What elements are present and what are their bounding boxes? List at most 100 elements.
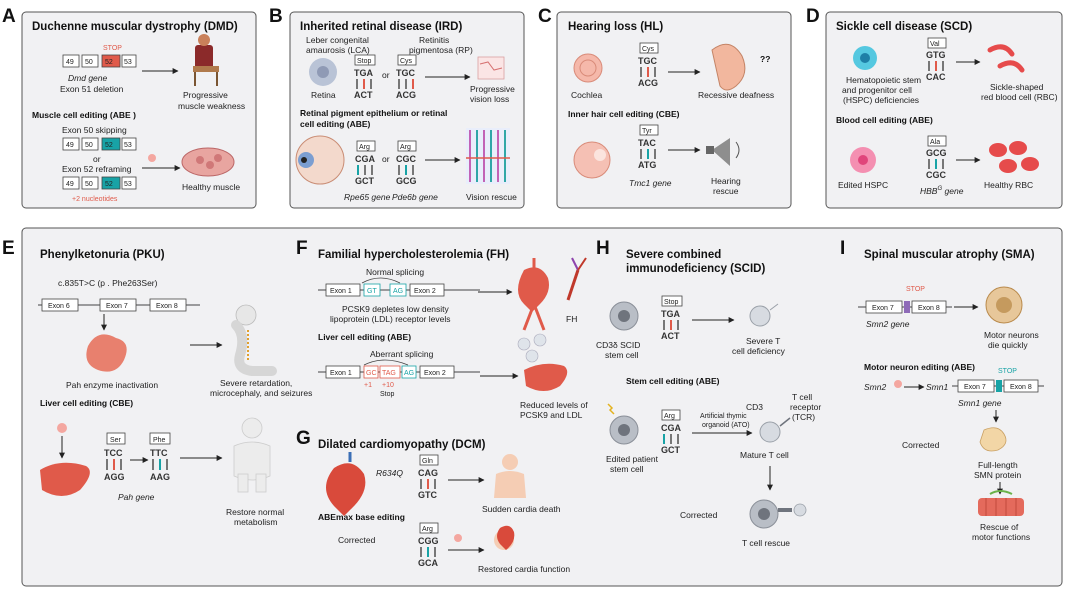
svg-text:TAC: TAC bbox=[638, 138, 656, 148]
svg-text:or: or bbox=[93, 154, 101, 164]
question-marks: ?? bbox=[760, 54, 770, 64]
svg-text:motor functions: motor functions bbox=[972, 532, 1030, 542]
svg-text:C: C bbox=[538, 6, 552, 27]
svg-text:52: 52 bbox=[105, 59, 113, 66]
svg-text:SMN protein: SMN protein bbox=[974, 470, 1022, 480]
svg-text:STOP: STOP bbox=[103, 45, 122, 52]
svg-text:CD3δ SCID: CD3δ SCID bbox=[596, 340, 640, 350]
svg-text:+1: +1 bbox=[364, 382, 372, 389]
dmd-exon-row-2: 49 50 52 53 bbox=[62, 137, 137, 151]
svg-text:53: 53 bbox=[124, 142, 132, 149]
svg-text:Progressive: Progressive bbox=[183, 90, 228, 100]
svg-text:Stop: Stop bbox=[664, 299, 679, 306]
svg-text:Exon 8: Exon 8 bbox=[918, 305, 940, 312]
svg-text:Cochlea: Cochlea bbox=[571, 90, 602, 100]
svg-text:Rescue of: Rescue of bbox=[980, 522, 1019, 532]
svg-text:Arg: Arg bbox=[359, 144, 370, 151]
restored-heart-icon bbox=[494, 525, 515, 550]
svg-text:E: E bbox=[2, 238, 15, 259]
svg-text:GTC: GTC bbox=[418, 490, 437, 500]
svg-text:Inherited retinal disease (IRD: Inherited retinal disease (IRD) bbox=[300, 21, 462, 33]
svg-text:Spinal muscular atrophy (SMA): Spinal muscular atrophy (SMA) bbox=[864, 249, 1035, 261]
svg-text:GCG: GCG bbox=[396, 176, 417, 186]
svg-text:Normal splicing: Normal splicing bbox=[366, 267, 424, 277]
panel-e: E Phenylketonuria (PKU) c.835T>C (p . Ph… bbox=[2, 238, 312, 527]
panel-a: A Duchenne muscular dystrophy (DMD) 49 5… bbox=[2, 6, 257, 209]
svg-text:Exon 8: Exon 8 bbox=[156, 303, 178, 310]
svg-text:metabolism: metabolism bbox=[234, 517, 277, 527]
edited-stem-cell-icon bbox=[607, 403, 639, 445]
svg-text:Inner hair cell editing (CBE): Inner hair cell editing (CBE) bbox=[568, 109, 680, 119]
svg-text:Retinal pigment epithelium or: Retinal pigment epithelium or retinal bbox=[300, 108, 447, 118]
svg-text:H: H bbox=[596, 238, 610, 259]
svg-text:49: 49 bbox=[66, 142, 74, 149]
dmd-gene-label: Dmd gene bbox=[68, 73, 107, 83]
svg-text:Exon 50 skipping: Exon 50 skipping bbox=[62, 125, 127, 135]
svg-text:Progressive: Progressive bbox=[470, 84, 515, 94]
svg-text:c.835T>C (p . Phe263Ser): c.835T>C (p . Phe263Ser) bbox=[58, 278, 158, 288]
smn1-gene: Smn1 gene bbox=[958, 398, 1002, 408]
healthy-rbc-icon bbox=[989, 141, 1039, 173]
svg-text:red blood cell (RBC): red blood cell (RBC) bbox=[981, 92, 1058, 102]
svg-text:GCG: GCG bbox=[926, 148, 947, 158]
svg-text:TGA: TGA bbox=[354, 68, 373, 78]
svg-text:or: or bbox=[382, 70, 390, 80]
svg-text:52: 52 bbox=[105, 142, 113, 149]
svg-text:(HSPC) deficiencies: (HSPC) deficiencies bbox=[843, 95, 919, 105]
liver-icon bbox=[524, 363, 568, 391]
svg-text:AG: AG bbox=[404, 370, 414, 377]
svg-text:GC: GC bbox=[366, 370, 377, 377]
svg-text:53: 53 bbox=[124, 181, 132, 188]
svg-text:Stop: Stop bbox=[357, 58, 372, 65]
svg-text:die quickly: die quickly bbox=[988, 340, 1028, 350]
mature-t-cell-icon bbox=[759, 417, 791, 443]
svg-text:ATG: ATG bbox=[638, 160, 656, 170]
svg-text:Stop: Stop bbox=[380, 391, 395, 398]
svg-text:Mature T cell: Mature T cell bbox=[740, 450, 789, 460]
svg-text:Reduced levels of: Reduced levels of bbox=[520, 400, 588, 410]
bottom-panel-frame bbox=[21, 227, 1063, 587]
svg-text:Exon 2: Exon 2 bbox=[424, 370, 446, 377]
svg-text:receptor: receptor bbox=[790, 402, 821, 412]
svg-text:Smn2: Smn2 bbox=[864, 382, 886, 392]
svg-text:cell editing (ABE): cell editing (ABE) bbox=[300, 119, 371, 129]
t-cell-rescue-icon bbox=[749, 499, 807, 529]
svg-text:Exon 2: Exon 2 bbox=[414, 288, 436, 295]
svg-text:Exon 8: Exon 8 bbox=[1010, 384, 1032, 391]
svg-text:Liver cell editing (ABE): Liver cell editing (ABE) bbox=[318, 332, 411, 342]
svg-text:T cell rescue: T cell rescue bbox=[742, 538, 790, 548]
svg-text:Retinitis: Retinitis bbox=[419, 35, 449, 45]
svg-text:GCT: GCT bbox=[355, 176, 375, 186]
svg-text:ACG: ACG bbox=[396, 90, 416, 100]
svg-text:Exon 1: Exon 1 bbox=[330, 288, 352, 295]
svg-text:Exon 7: Exon 7 bbox=[106, 303, 128, 310]
megaphone-icon bbox=[706, 138, 740, 166]
svg-text:stem cell: stem cell bbox=[605, 350, 639, 360]
svg-text:Arg: Arg bbox=[664, 413, 675, 420]
svg-text:ACT: ACT bbox=[354, 90, 373, 100]
pah-gene: Pah gene bbox=[118, 492, 155, 502]
svg-text:vision loss: vision loss bbox=[470, 94, 509, 104]
svg-text:PCSK9 and LDL: PCSK9 and LDL bbox=[520, 410, 583, 420]
smn2-gene: Smn2 gene bbox=[866, 319, 910, 329]
scid-stem-cell-icon bbox=[609, 301, 639, 331]
svg-text:Pah enzyme inactivation: Pah enzyme inactivation bbox=[66, 380, 158, 390]
hbb-gene: HBBG gene bbox=[920, 186, 964, 196]
svg-text:Corrected: Corrected bbox=[680, 510, 718, 520]
svg-text:I: I bbox=[840, 238, 845, 259]
svg-text:Familial hypercholesterolemia: Familial hypercholesterolemia (FH) bbox=[318, 249, 509, 261]
svg-text:CGC: CGC bbox=[926, 170, 947, 180]
vessel-icon bbox=[566, 257, 587, 301]
svg-text:Exon 6: Exon 6 bbox=[48, 303, 70, 310]
ear-icon bbox=[711, 43, 746, 91]
svg-text:GCA: GCA bbox=[418, 558, 439, 568]
svg-text:T cell: T cell bbox=[792, 392, 812, 402]
svg-text:Severe retardation,: Severe retardation, bbox=[220, 378, 292, 388]
editor-particle-icon bbox=[148, 154, 156, 162]
svg-text:Hearing loss (HL): Hearing loss (HL) bbox=[568, 21, 663, 33]
rpe65-gene: Rpe65 gene bbox=[344, 192, 391, 202]
svg-text:Motor neurons: Motor neurons bbox=[984, 330, 1039, 340]
svg-text:Exon 7: Exon 7 bbox=[872, 305, 894, 312]
svg-text:AG: AG bbox=[393, 288, 403, 295]
svg-text:G: G bbox=[296, 428, 311, 449]
